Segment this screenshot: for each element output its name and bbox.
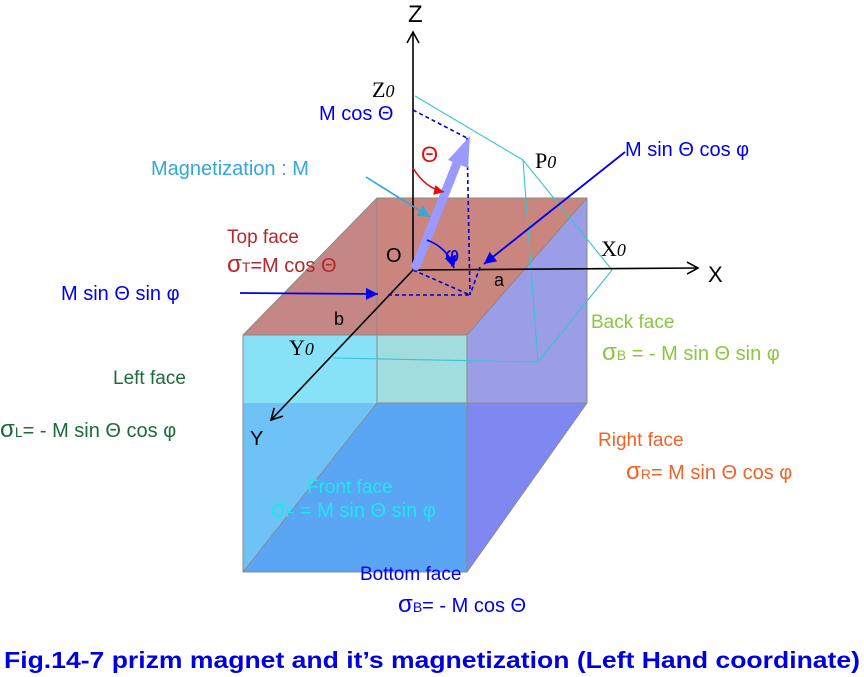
top-face-formula: σT=M cos Θ	[227, 251, 337, 278]
p0-label: P0	[535, 148, 556, 173]
front-face-lower	[243, 403, 467, 572]
back-face-formula: σB = - M sin Θ sin φ	[602, 339, 780, 366]
right-face-name: Right face	[598, 430, 684, 451]
magnetization-vector-shaft	[411, 153, 464, 271]
x-axis	[412, 261, 700, 275]
box-edges	[242, 197, 588, 573]
phi-arc	[426, 239, 457, 269]
projection-box	[332, 95, 613, 363]
bottom-face-formula: σB= - M cos Θ	[398, 591, 526, 618]
theta-arc	[412, 167, 445, 195]
magnetization-pointer	[365, 176, 431, 218]
m-cos-theta-label: M cos Θ	[319, 103, 393, 125]
z0-label: Z0	[372, 77, 394, 102]
front-face	[243, 335, 467, 572]
bottom-face-name: Bottom face	[360, 564, 461, 585]
z-axis-label: Z	[408, 1, 423, 28]
left-face-name: Left face	[113, 368, 186, 389]
magnetization-label: Magnetization : M	[151, 158, 309, 180]
front-face-name: Front face	[307, 477, 393, 498]
right-face-formula: σR= M sin Θ cos φ	[626, 458, 792, 485]
x-axis-label: X	[708, 262, 723, 287]
phi-label: φ	[445, 242, 459, 267]
m-sin-sin-pointer	[239, 287, 379, 300]
origin-label: O	[386, 245, 402, 267]
edge-a-label: a	[494, 270, 505, 290]
right-face	[467, 198, 587, 572]
m-sin-theta-sin-phi-label: M sin Θ sin φ	[61, 283, 180, 305]
y0-label: Y0	[289, 335, 314, 360]
m-sin-theta-cos-phi-label: M sin Θ cos φ	[625, 139, 749, 161]
back-face-name: Back face	[591, 312, 674, 333]
m-sin-cos-pointer	[483, 151, 626, 265]
top-face-name: Top face	[227, 227, 299, 248]
component-dashes	[388, 109, 481, 296]
y-axis-label: Y	[250, 428, 263, 450]
magnetization-vector-head	[448, 136, 470, 168]
front-face-formula: σF = M sin Θ sin φ	[271, 496, 436, 523]
figure-caption: Fig.14-7 prizm magnet and it’s magnetiza…	[4, 647, 860, 673]
theta-label: Θ	[421, 142, 438, 167]
left-face-formula: σL= - M sin Θ cos φ	[0, 416, 176, 443]
edge-b-label: b	[334, 309, 344, 329]
x0-label: X0	[601, 236, 626, 261]
